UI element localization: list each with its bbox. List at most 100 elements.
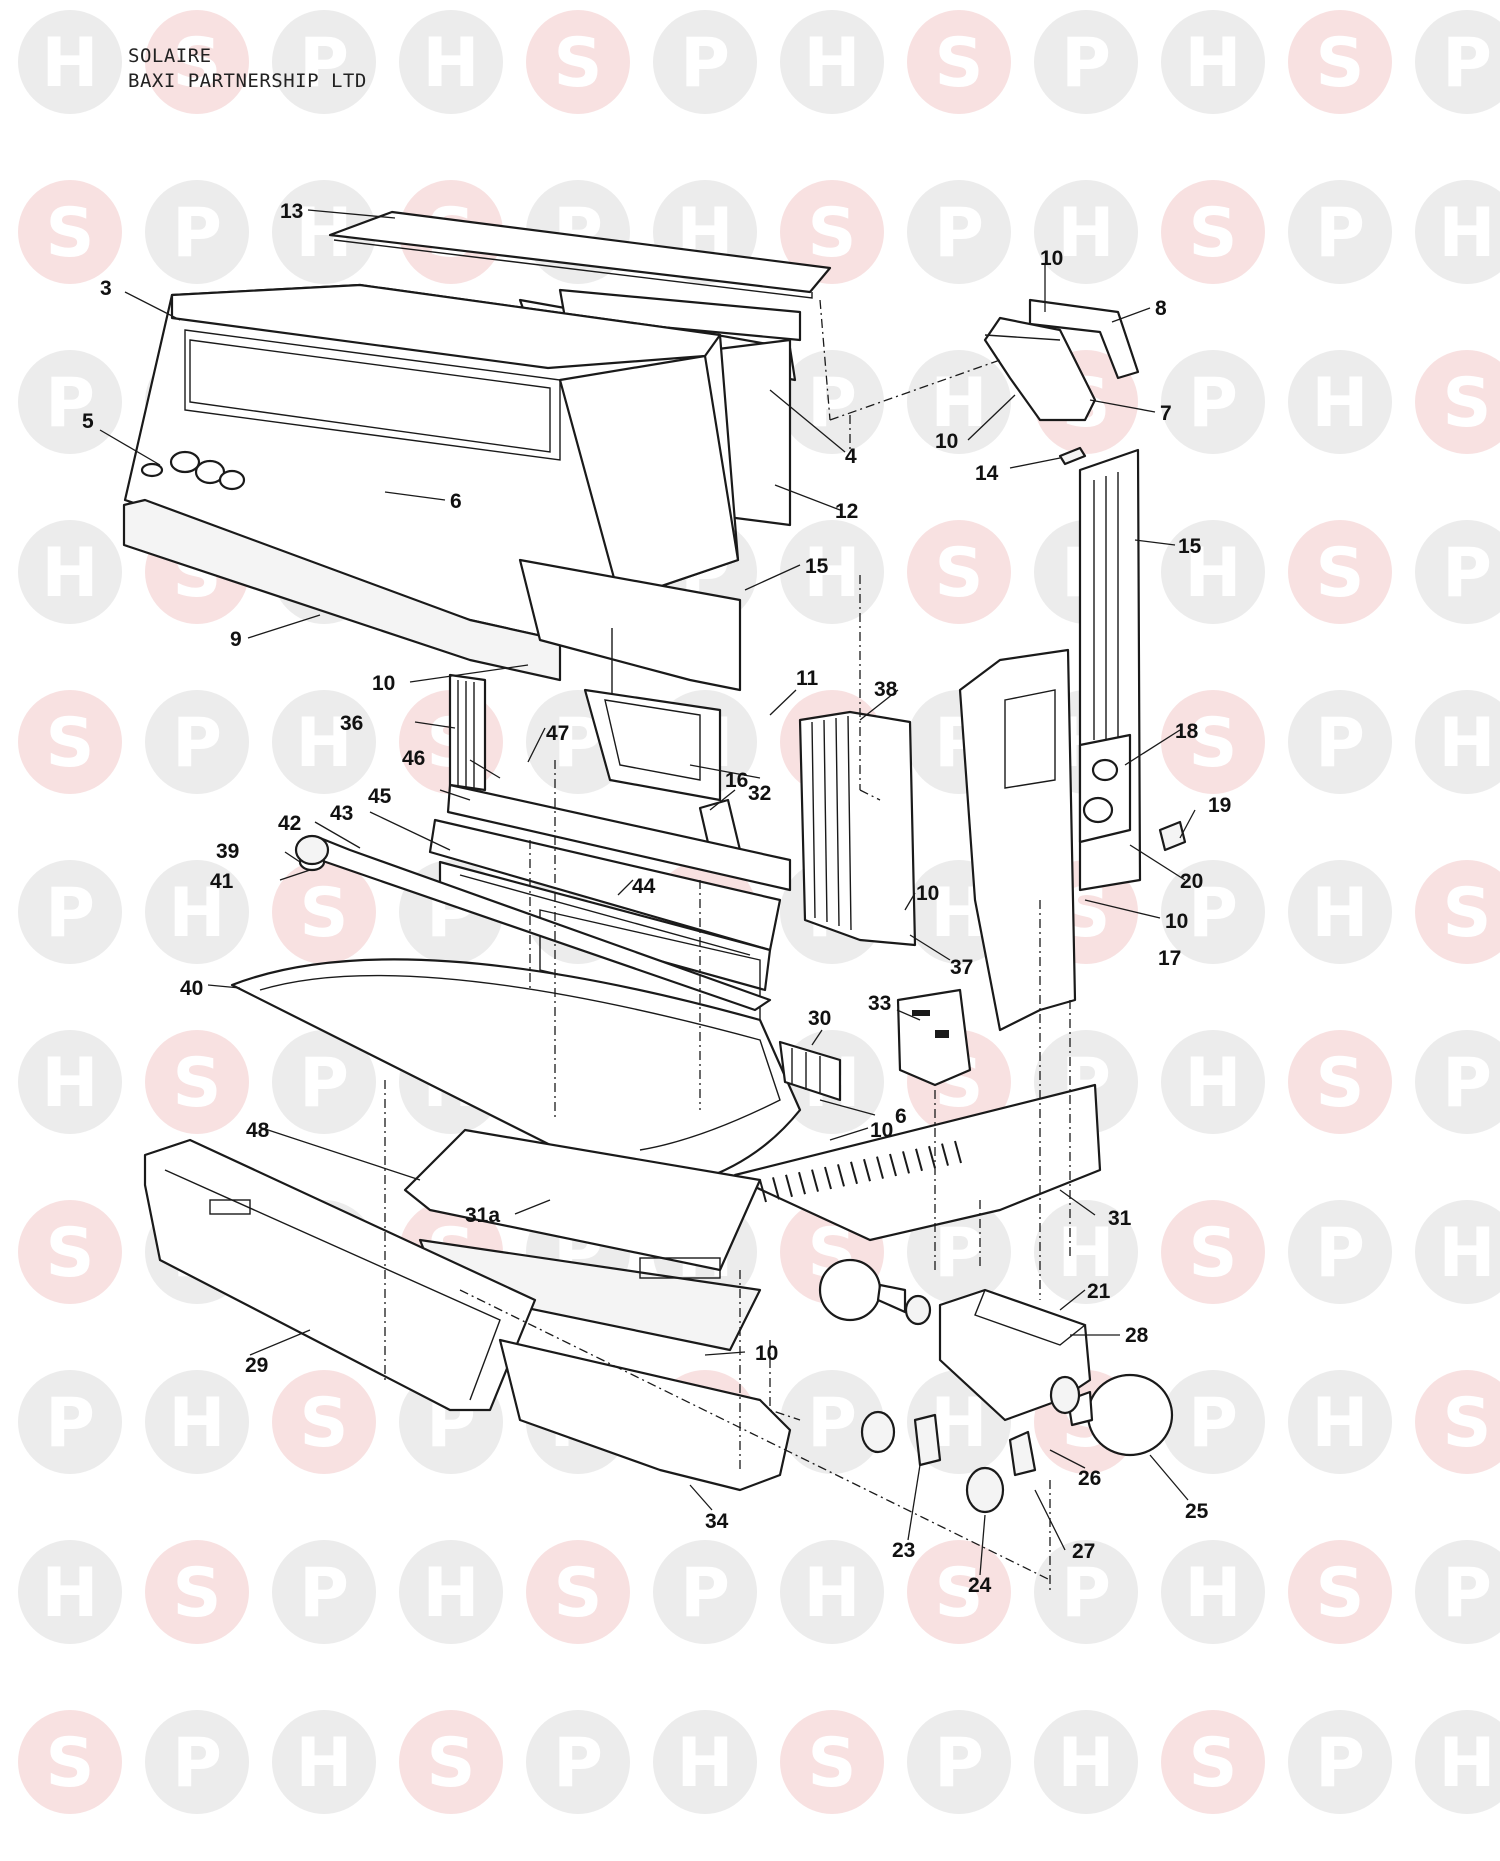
watermark-tile: S [907,520,1011,624]
svg-text:P: P [1061,1554,1111,1633]
watermark-tile: H [1161,10,1265,114]
watermark-tile: H [145,860,249,964]
vent-slot [759,1179,767,1203]
watermark-tile: P [653,1540,757,1644]
callout-32: 32 [748,782,771,805]
svg-text:H: H [804,1554,861,1633]
svg-text:H: H [1312,874,1369,953]
watermark-tile: P [1161,1370,1265,1474]
callout-12: 12 [835,500,858,523]
svg-text:S: S [46,1214,95,1293]
callout-42: 42 [278,812,301,835]
watermark-tile: H [18,520,122,624]
vent-slot [928,1145,936,1169]
svg-text:H: H [1185,1554,1242,1633]
vent-slot [889,1153,897,1177]
watermark-tile: H [1034,1200,1138,1304]
svg-text:S: S [554,24,603,103]
callout-9: 9 [230,628,242,651]
part-14-cap [1058,446,1087,466]
callout-43: 43 [330,802,353,825]
svg-text:P: P [807,1384,857,1463]
vent-slot [941,1143,949,1166]
watermark-tile: S [18,180,122,284]
watermark-tile: H [18,10,122,114]
vent-slot [850,1161,858,1185]
callout-16: 16 [725,769,748,792]
svg-text:P: P [1315,1724,1365,1803]
watermark-tile: S [1288,520,1392,624]
manufacturer-name: BAXI PARTNERSHIP LTD [128,70,367,92]
callout-6: 6 [895,1105,907,1128]
callout-28: 28 [1125,1324,1149,1347]
watermark-tile: S [18,690,122,794]
vent-slot [954,1140,962,1164]
watermark-tile: P [18,350,122,454]
svg-text:H: H [804,24,861,103]
callout-5: 5 [82,410,94,433]
part-7-side-bracket [983,316,1097,422]
watermark-tile: H [272,1710,376,1814]
callout-10: 10 [870,1119,893,1142]
svg-text:S: S [173,24,222,103]
watermark-tile: S [1161,1200,1265,1304]
base-trim-vents [759,1140,962,1203]
svg-text:H: H [42,1044,99,1123]
part-15-air-box [518,558,742,700]
watermark-tile: H [780,10,884,114]
callout-14: 14 [975,462,999,485]
svg-text:H: H [296,704,353,783]
svg-text:S: S [1189,1724,1238,1803]
svg-text:S: S [554,1554,603,1633]
vent-slot [824,1166,832,1190]
watermark-tile: P [1288,690,1392,794]
svg-text:S: S [1443,1384,1492,1463]
svg-text:S: S [935,534,984,613]
svg-text:H: H [1185,534,1242,613]
watermark-tile: S [907,10,1011,114]
watermark-tile: H [907,350,1011,454]
svg-text:P: P [45,874,95,953]
watermark-tile: S [1415,1370,1500,1474]
callout-39: 39 [216,840,239,863]
callout-8: 8 [1155,297,1167,320]
assembly-lines [384,299,1071,1590]
watermark-tile: S [1161,180,1265,284]
watermark-tile: H [399,1540,503,1644]
svg-text:H: H [1439,194,1496,273]
svg-text:P: P [1442,534,1492,613]
part-36-left-exchanger [448,673,487,792]
watermark-tile: P [145,1710,249,1814]
svg-text:P: P [1442,1554,1492,1633]
svg-text:P: P [299,1044,349,1123]
svg-text:H: H [1058,1724,1115,1803]
callout-10: 10 [1040,247,1063,270]
vent-slot [772,1177,780,1200]
svg-text:H: H [1312,364,1369,443]
callout-48: 48 [246,1119,270,1142]
svg-text:P: P [934,1214,984,1293]
watermark-tile: P [1415,10,1500,114]
part-26-clip [1008,1430,1037,1477]
watermark-tile: S [1415,860,1500,964]
callout-37: 37 [950,956,973,979]
svg-text:S: S [173,1044,222,1123]
part-22-lamp-left [818,1258,932,1326]
watermark-tile: H [780,520,884,624]
watermark-tile: P [1161,350,1265,454]
callout-15: 15 [1178,535,1202,558]
watermark-tile: H [145,1370,249,1474]
part-13-top-trim [328,210,832,299]
watermark-tile: S [18,1200,122,1304]
watermark-tile: P [272,1030,376,1134]
part-38-right-exchanger [798,710,917,947]
svg-text:P: P [1061,24,1111,103]
watermark-tile: P [780,1370,884,1474]
callout-40: 40 [180,977,203,1000]
vent-slot [837,1164,845,1187]
svg-text:S: S [935,1554,984,1633]
svg-text:P: P [680,1554,730,1633]
svg-text:H: H [169,874,226,953]
svg-text:P: P [1188,364,1238,443]
svg-text:P: P [45,364,95,443]
